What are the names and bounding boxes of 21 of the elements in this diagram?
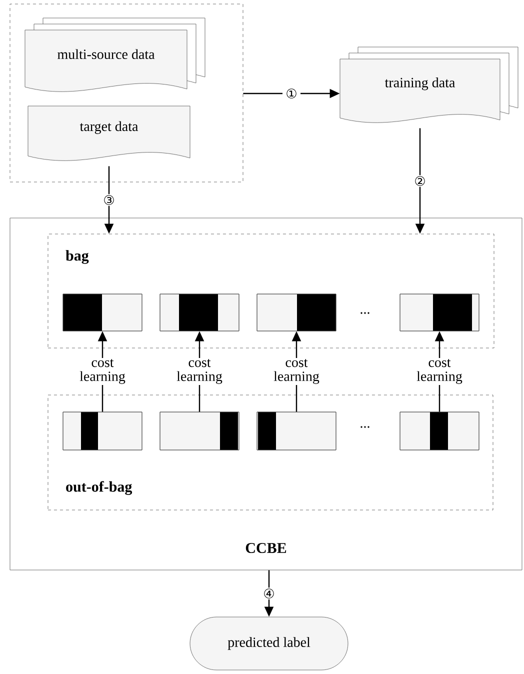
- edge-label: ③: [100, 194, 118, 206]
- document-stack: multi-source data: [24, 18, 206, 92]
- edge-label: ②: [411, 175, 429, 187]
- bar-segment: [160, 294, 240, 332]
- edge-label: cost learning: [172, 358, 226, 385]
- edge-label: ①: [282, 88, 300, 100]
- edge-label: cost learning: [270, 358, 324, 385]
- dashed-group-box: [10, 4, 244, 182]
- bar-segment: [62, 412, 142, 450]
- edge-label: cost learning: [412, 358, 466, 385]
- edge-label: ④: [260, 588, 278, 600]
- ellipsis: ...: [360, 426, 370, 428]
- bar-segment: [400, 294, 480, 332]
- bar-segment: [62, 294, 142, 332]
- ellipsis: ...: [360, 312, 370, 314]
- bar-segment: [160, 412, 240, 450]
- bar-segment: [256, 294, 336, 332]
- bar-segment: [256, 412, 336, 450]
- bar-segment: [400, 412, 480, 450]
- edge-label: cost learning: [76, 358, 130, 385]
- document-stack: training data: [340, 46, 518, 123]
